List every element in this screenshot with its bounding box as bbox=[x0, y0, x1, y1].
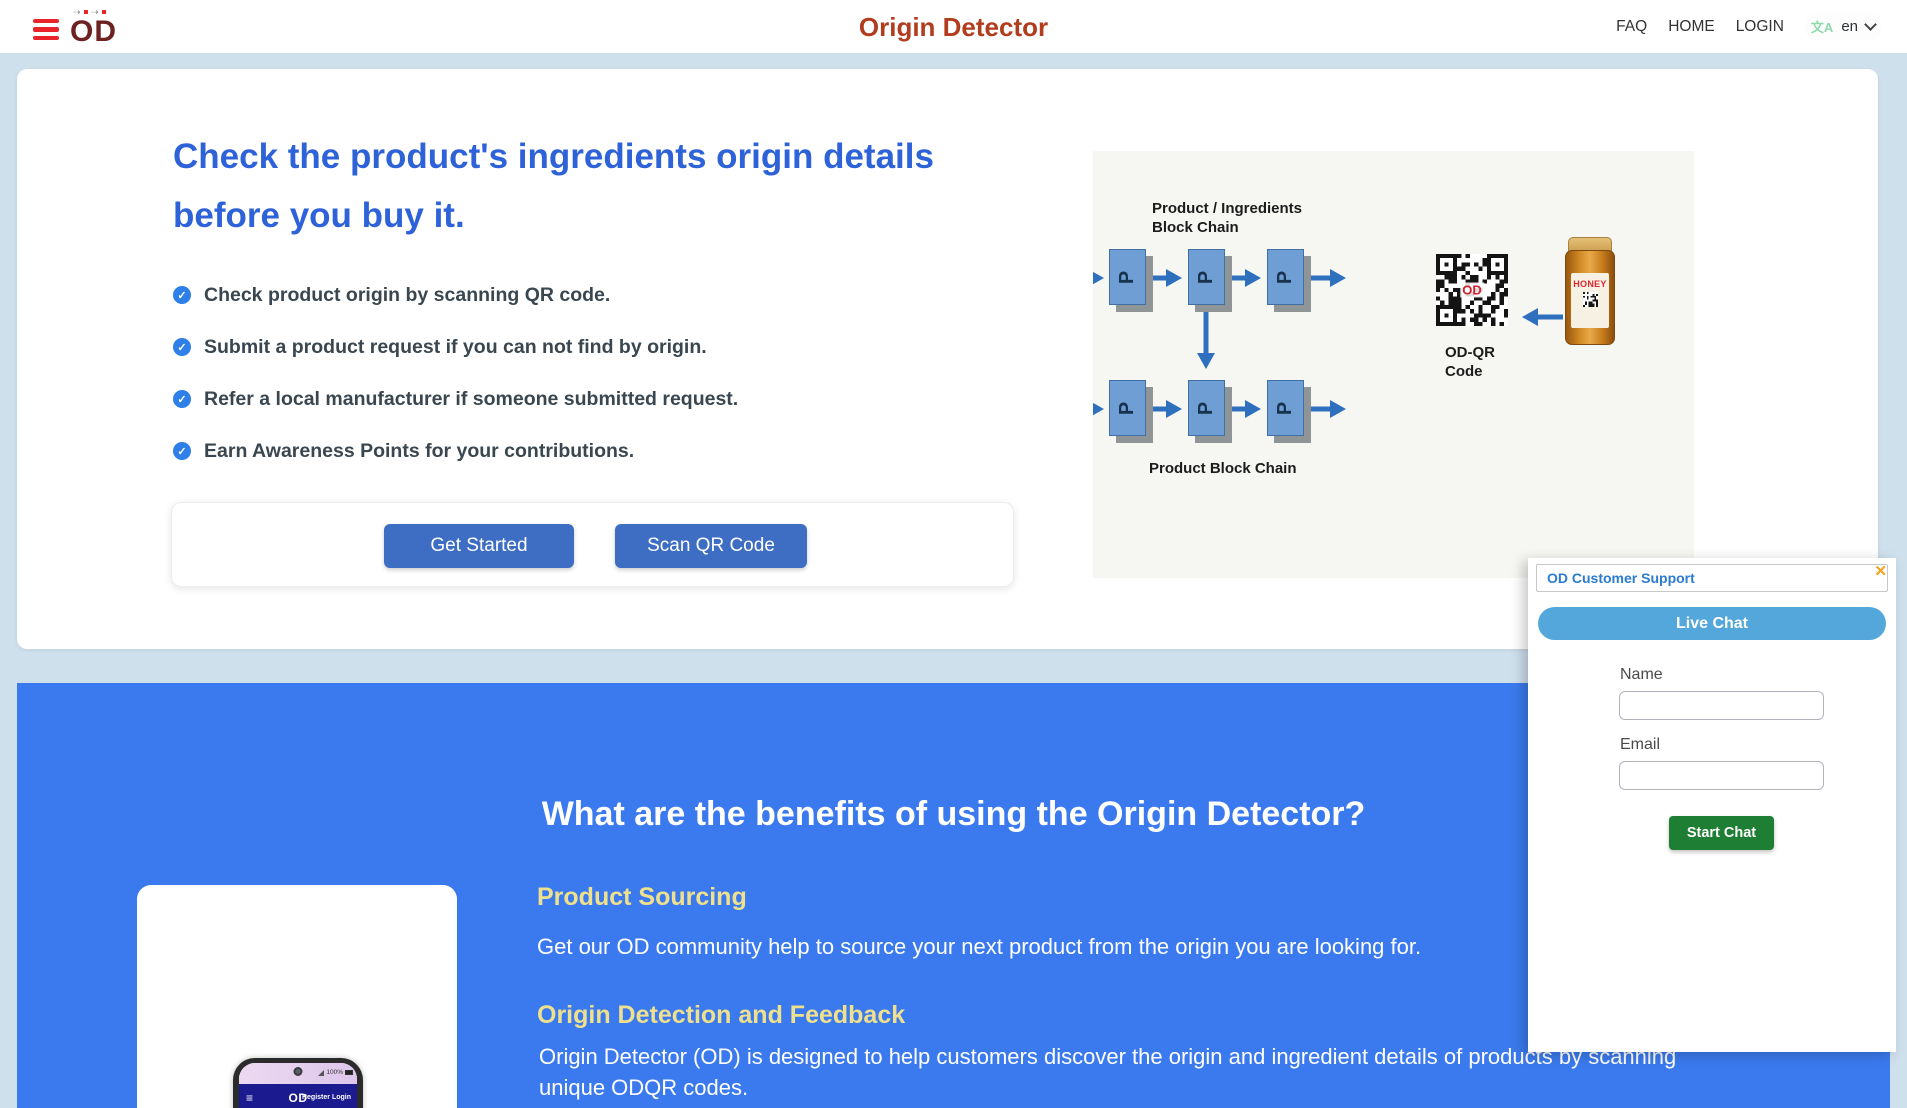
brand-logo-text: OD bbox=[70, 15, 117, 48]
hamburger-menu-icon[interactable] bbox=[33, 18, 59, 48]
phone-brand: OD bbox=[288, 1090, 308, 1105]
qr-center-text: OD bbox=[1460, 282, 1484, 298]
chat-header: OD Customer Support bbox=[1536, 564, 1888, 592]
translate-icon: 文A bbox=[1810, 20, 1834, 35]
app-preview-card: 100% ≡ OD Register Login bbox=[137, 885, 457, 1108]
bullet-item: ✓ Submit a product request if you can no… bbox=[173, 321, 738, 373]
check-circle-icon: ✓ bbox=[173, 286, 191, 304]
honey-jar-image: HONEY bbox=[1565, 237, 1615, 347]
qr-code-label: OD-QR Code bbox=[1445, 344, 1495, 380]
language-value: en bbox=[1841, 18, 1858, 35]
email-field[interactable] bbox=[1619, 761, 1824, 790]
od-qr-code-image: OD bbox=[1436, 254, 1508, 326]
jar-body: HONEY bbox=[1565, 250, 1615, 345]
hero-section: Check the product's ingredients origin d… bbox=[17, 69, 1878, 649]
hero-heading-line1: Check the product's ingredients origin d… bbox=[173, 137, 934, 176]
benefits-heading: What are the benefits of using the Origi… bbox=[541, 795, 1366, 833]
close-icon[interactable]: ✕ bbox=[1874, 563, 1887, 580]
blockchain-diagram: Product / Ingredients Block Chain P P P … bbox=[1093, 151, 1694, 578]
jar-label-text: HONEY bbox=[1573, 279, 1607, 289]
chat-widget: OD Customer Support ✕ Live Chat Name Ema… bbox=[1528, 558, 1896, 1052]
bullet-text: Submit a product request if you can not … bbox=[204, 335, 707, 358]
chain-block: P bbox=[1188, 249, 1225, 305]
phone-screen: 100% ≡ OD Register Login bbox=[239, 1063, 357, 1108]
phone-battery-indicator: 100% bbox=[318, 1069, 353, 1076]
top-chain-label: Product / Ingredients Block Chain bbox=[1152, 200, 1303, 236]
check-circle-icon: ✓ bbox=[173, 390, 191, 408]
nav-links: FAQ HOME LOGIN 文A en bbox=[1616, 0, 1881, 53]
jar-qr-code bbox=[1582, 292, 1598, 307]
signal-icon bbox=[318, 1069, 325, 1076]
hero-heading: Check the product's ingredients origin d… bbox=[173, 127, 934, 245]
hero-bullet-list: ✓ Check product origin by scanning QR co… bbox=[173, 269, 738, 477]
benefit-title-origin-detection: Origin Detection and Feedback bbox=[537, 1001, 906, 1029]
brand-logo[interactable]: ⇢⇢ OD bbox=[70, 8, 117, 47]
live-chat-button[interactable]: Live Chat bbox=[1538, 607, 1886, 640]
bullet-item: ✓ Check product origin by scanning QR co… bbox=[173, 269, 738, 321]
phone-status-bar: 100% bbox=[239, 1063, 357, 1084]
nav-link-home[interactable]: HOME bbox=[1668, 17, 1715, 35]
benefit-body-origin-detection: Origin Detector (OD) is designed to help… bbox=[539, 1044, 1677, 1100]
page-title: Origin Detector bbox=[858, 12, 1049, 42]
check-circle-icon: ✓ bbox=[173, 442, 191, 460]
email-label: Email bbox=[1620, 736, 1661, 753]
battery-icon bbox=[345, 1070, 353, 1075]
nav-link-faq[interactable]: FAQ bbox=[1616, 17, 1648, 35]
bullet-text: Refer a local manufacturer if someone su… bbox=[204, 387, 739, 410]
diagram-arrows bbox=[1093, 269, 1563, 419]
bullet-text: Earn Awareness Points for your contribut… bbox=[204, 439, 635, 462]
battery-percent: 100% bbox=[326, 1069, 343, 1076]
chain-block: P bbox=[1188, 380, 1225, 436]
name-field[interactable] bbox=[1619, 691, 1824, 720]
nav-link-login[interactable]: LOGIN bbox=[1735, 17, 1784, 35]
chain-block: P bbox=[1109, 380, 1146, 436]
start-chat-button[interactable]: Start Chat bbox=[1669, 816, 1774, 850]
cta-card: Get Started Scan QR Code bbox=[171, 502, 1014, 587]
hero-heading-line2: before you buy it. bbox=[173, 196, 465, 235]
name-label: Name bbox=[1620, 666, 1663, 683]
navbar: ⇢⇢ OD Origin Detector FAQ HOME LOGIN 文A … bbox=[0, 0, 1907, 53]
brand-cluster[interactable]: ⇢⇢ OD bbox=[33, 8, 117, 47]
jar-label: HONEY bbox=[1571, 273, 1609, 328]
phone-register-login: Register Login bbox=[301, 1094, 351, 1101]
chat-header-title: OD Customer Support bbox=[1547, 570, 1695, 586]
bullet-item: ✓ Refer a local manufacturer if someone … bbox=[173, 373, 738, 425]
phone-app-bar: ≡ OD Register Login bbox=[239, 1084, 357, 1108]
phone-mockup: 100% ≡ OD Register Login bbox=[233, 1058, 363, 1108]
bullet-text: Check product origin by scanning QR code… bbox=[204, 283, 611, 306]
chain-block: P bbox=[1267, 380, 1304, 436]
chevron-down-icon bbox=[1864, 18, 1877, 31]
get-started-button[interactable]: Get Started bbox=[384, 524, 574, 568]
chain-block: P bbox=[1109, 249, 1146, 305]
benefit-body-product-sourcing: Get our OD community help to source your… bbox=[537, 934, 1422, 959]
check-circle-icon: ✓ bbox=[173, 338, 191, 356]
scan-qr-code-button[interactable]: Scan QR Code bbox=[615, 524, 807, 568]
logo-decoration: ⇢⇢ bbox=[73, 8, 107, 17]
bullet-item: ✓ Earn Awareness Points for your contrib… bbox=[173, 425, 738, 477]
language-selector[interactable]: 文A en bbox=[1804, 13, 1881, 40]
bottom-chain-label: Product Block Chain bbox=[1149, 460, 1297, 477]
chain-block: P bbox=[1267, 249, 1304, 305]
benefit-title-product-sourcing: Product Sourcing bbox=[537, 883, 747, 911]
phone-menu-icon: ≡ bbox=[246, 1090, 254, 1105]
phone-camera-notch bbox=[293, 1067, 303, 1076]
